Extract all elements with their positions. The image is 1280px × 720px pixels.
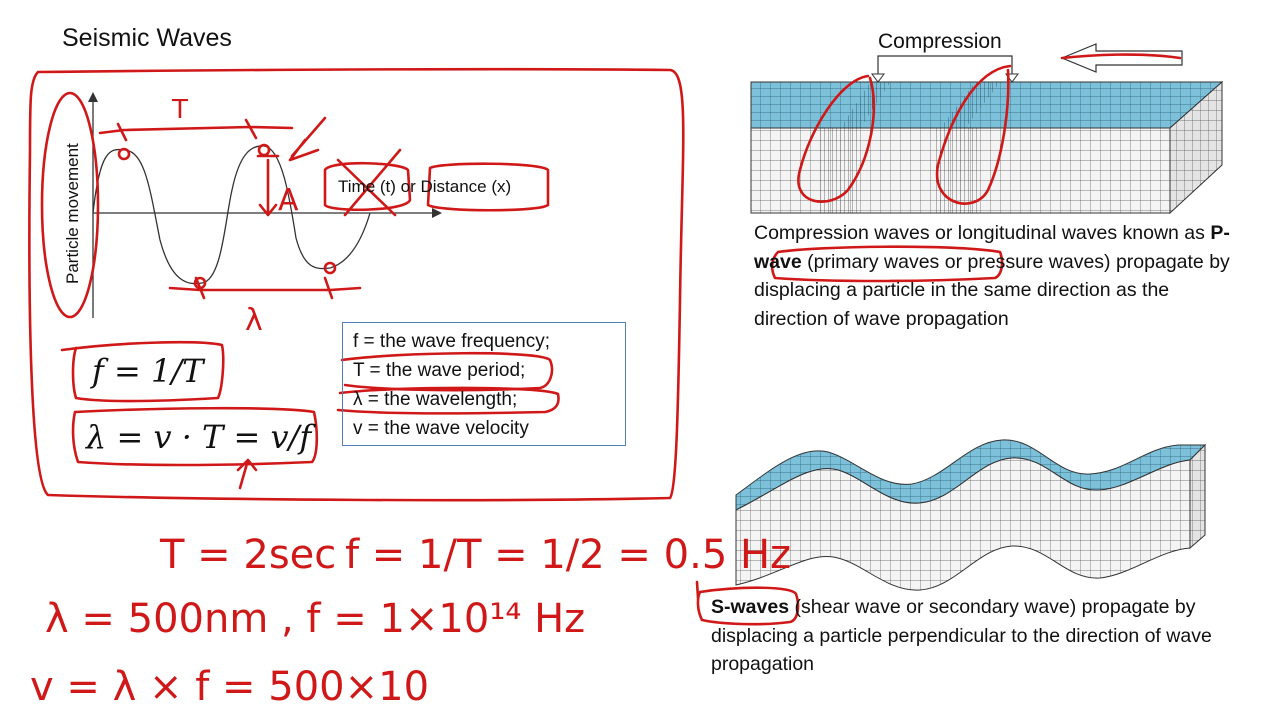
hand-line2: λ = 500nm , f = 1×10¹⁴ Hz [45, 596, 585, 642]
wave-curve [92, 145, 371, 285]
p-wave-text-before: Compression waves or longitudinal waves … [754, 222, 1211, 244]
p-wave-description: Compression waves or longitudinal waves … [754, 219, 1240, 333]
formula-wavelength: λ = v · T = v/f [86, 418, 312, 456]
s-wave-bold: S-waves [711, 596, 790, 618]
p-arrow-trace [1060, 53, 1182, 60]
x-axis-label: Time (t) or Distance (x) [338, 177, 512, 196]
s-wave-block [735, 439, 1207, 591]
compression-zone-1-side [820, 128, 860, 213]
hand-line1-b: f = 1/T = 1/2 = 0.5 Hz [345, 532, 791, 578]
slide-title: Seismic Waves [62, 24, 232, 52]
p-wave-text-circle [770, 245, 1004, 283]
definition-wavelength: λ = the wavelength; [353, 389, 518, 410]
amplitude-arrow [256, 154, 280, 217]
wave-graph [88, 92, 442, 318]
annot-period: T [171, 95, 188, 125]
wavelength-bracket [168, 286, 362, 292]
period-ticks [116, 118, 258, 142]
pointer-arrow [288, 116, 327, 162]
p-compression-circle-2 [935, 64, 1012, 205]
def-lambda-circle [336, 386, 560, 415]
s-wave-text-after: (shear wave or secondary wave) propagate… [711, 596, 1212, 675]
x-axis-arrow [432, 208, 442, 218]
hand-line3: v = λ × f = 500×10 [30, 664, 429, 710]
period-bracket-top [98, 125, 294, 135]
p-compression-circle-1 [797, 74, 876, 203]
annot-wavelength: λ [245, 303, 263, 338]
compression-label: Compression [878, 30, 1002, 53]
s-wave-description: S-waves (shear wave or secondary wave) p… [711, 593, 1251, 679]
s-wave-text-circle [696, 586, 800, 626]
circle-time [323, 161, 412, 212]
crest-marker-1 [117, 147, 131, 161]
p-block-side [1169, 80, 1223, 215]
formula2-box [71, 406, 319, 467]
frame-annotation [28, 67, 685, 502]
formula-frequency: f = 1/T [92, 352, 204, 390]
y-label-circle [40, 91, 100, 319]
compression-bracket [877, 55, 1013, 74]
definitions-box: f = the wave frequency; T = the wave per… [342, 322, 626, 446]
circle-distance [426, 162, 550, 212]
y-axis-arrow [88, 92, 98, 102]
wavelength-ticks [194, 276, 334, 300]
compression-marker-left [871, 73, 885, 83]
propagation-arrow-icon [1060, 43, 1183, 73]
definition-velocity: v = the wave velocity [353, 418, 529, 439]
y-axis-label: Particle movement [63, 143, 82, 284]
s-block-side [1189, 443, 1206, 550]
definition-period: T = the wave period; [353, 360, 526, 381]
annot-amplitude: A [278, 183, 299, 218]
hand-line1-a: T = 2sec [159, 532, 336, 578]
p-wave-text-after: (primary waves or pressure waves) propag… [754, 250, 1230, 330]
crossout-time [336, 148, 402, 217]
compression-zone-1-top [840, 82, 890, 128]
formula2-arrow [236, 458, 258, 490]
trough-marker-2 [323, 261, 337, 275]
formula1-box [60, 340, 225, 403]
p-wave-bold: P-wave [754, 222, 1230, 273]
p-wave-block [750, 43, 1224, 215]
compression-zone-2-side [935, 128, 980, 213]
red-annotations: T A λ T = 2sec f = 1/T = 1/2 = 0.5 Hz λ … [28, 53, 1182, 710]
definition-frequency: f = the wave frequency; [353, 331, 550, 352]
